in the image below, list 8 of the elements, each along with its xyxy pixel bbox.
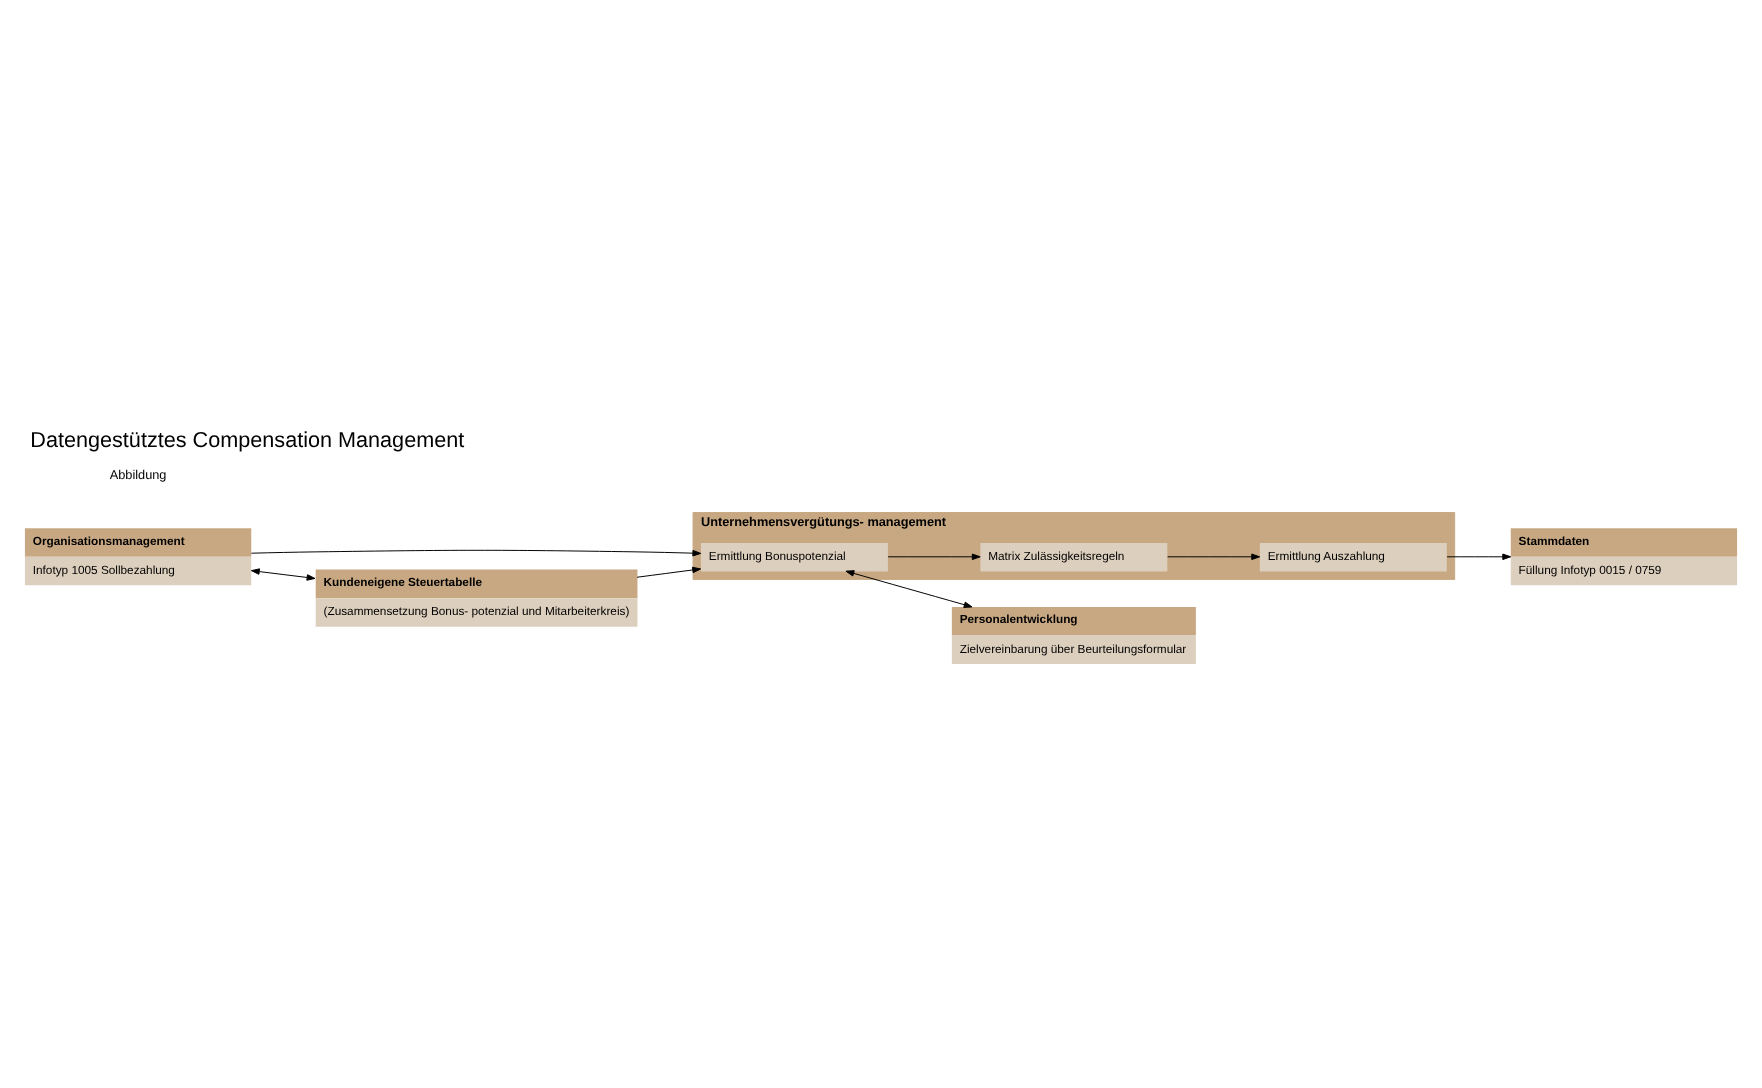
arrow: [1167, 552, 1261, 560]
arrow: [636, 565, 702, 577]
arrow: [845, 569, 973, 607]
diagram-title: Datengestütztes Compensation Management: [30, 428, 465, 453]
arrow: [887, 552, 981, 560]
arrow: [250, 567, 316, 580]
arrow: [250, 548, 702, 556]
arrow: [1446, 552, 1512, 560]
